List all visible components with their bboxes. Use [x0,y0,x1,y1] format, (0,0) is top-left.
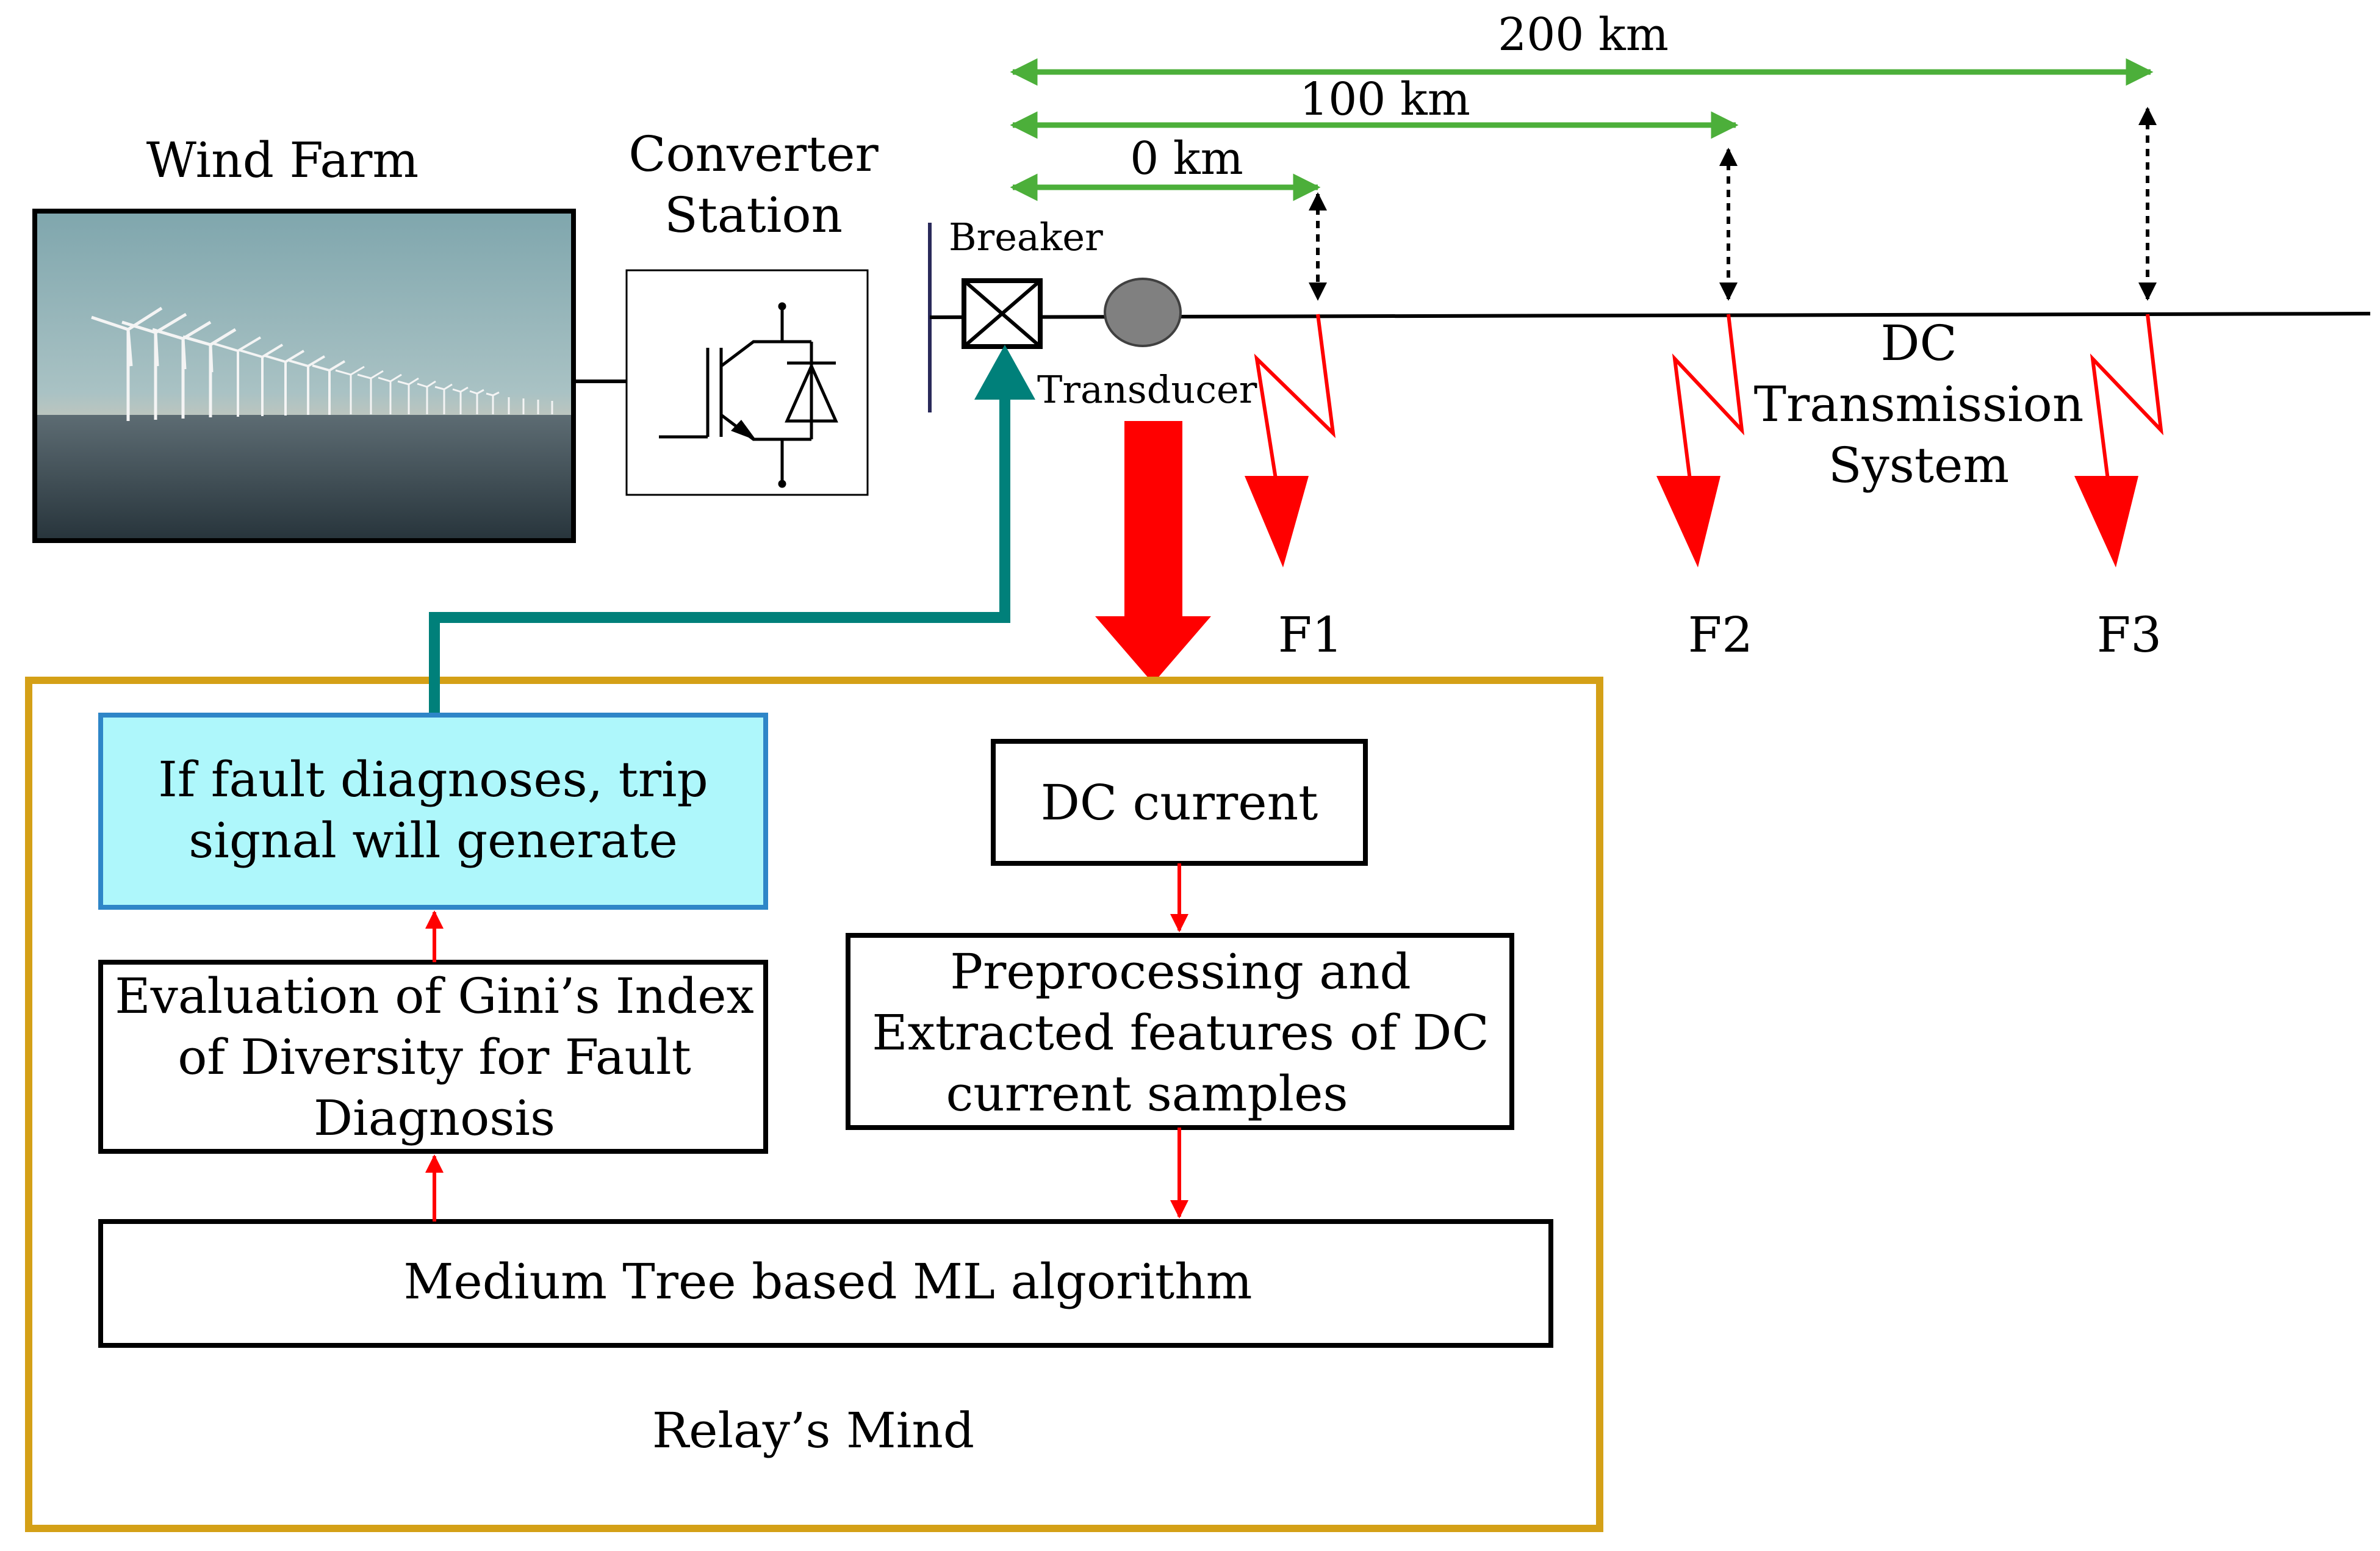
dc-system-label-line3: System [1828,437,2009,494]
trip-signal-arrowhead [974,345,1035,400]
trip-signal-path [429,378,1010,721]
gini-line3: Diagnosis [314,1090,555,1146]
wind-farm-label: Wind Farm [146,132,419,189]
transducer-icon [1104,278,1182,347]
gini-evaluation-box: Evaluation of Gini’s Index of Diversity … [98,960,768,1154]
dc-current-box: DC current [991,739,1368,866]
fault-f3-symbol [2074,314,2164,567]
converter-label-line1: Converter [628,126,879,182]
preprocessing-line3: current samples [946,1065,1348,1122]
distance-200km-label: 200 km [1498,9,1669,61]
relays-mind-label: Relay’s Mind [652,1402,974,1459]
dc-current-text: DC current [1041,774,1318,831]
wind-turbines [91,306,553,421]
preprocessing-line2: Extracted features of DC [872,1004,1489,1061]
distance-0km: 0 km [1010,132,1321,201]
medium-tree-box: Medium Tree based ML algorithm [98,1219,1553,1348]
relays-mind-container [25,677,1603,1532]
breaker-icon [962,278,1043,349]
fault-f2-symbol [1656,314,1745,567]
distance-100km-label: 100 km [1300,73,1470,126]
preprocessing-box: Preprocessing and Extracted features of … [846,933,1514,1130]
dc-system-label-line2: Transmission [1754,376,2084,433]
trip-box-line1: If fault diagnoses, trip [158,751,708,808]
preprocessing-line1: Preprocessing and [950,943,1411,1000]
trip-signal-box: If fault diagnoses, trip signal will gen… [98,713,768,910]
measurement-arrow [1095,421,1211,683]
distance-0km-label: 0 km [1130,132,1243,185]
breaker-label: Breaker [949,215,1103,259]
medium-tree-text: Medium Tree based ML algorithm [403,1253,1252,1310]
fault-f3-label: F3 [2097,606,2162,663]
gini-line1: Evaluation of Gini’s Index [115,968,753,1024]
trip-box-line2: signal will generate [189,812,678,869]
transducer-label: Transducer [1037,367,1257,412]
distance-100km: 100 km [1010,73,1739,139]
converter-label-line2: Station [664,187,843,243]
fault-f1-label: F1 [1278,606,1343,663]
distance-200km: 200 km [1010,9,2154,86]
igbt-diode-icon [659,302,838,488]
fault-f1-symbol [1245,314,1336,567]
dc-system-label-line1: DC [1880,315,1957,372]
fault-f2-label: F2 [1688,606,1753,663]
wind-farm-photo [32,209,576,543]
converter-station-box [625,269,869,496]
igbt-emitter-arrow-icon [731,420,757,441]
gini-line2: of Diversity for Fault [178,1029,691,1085]
